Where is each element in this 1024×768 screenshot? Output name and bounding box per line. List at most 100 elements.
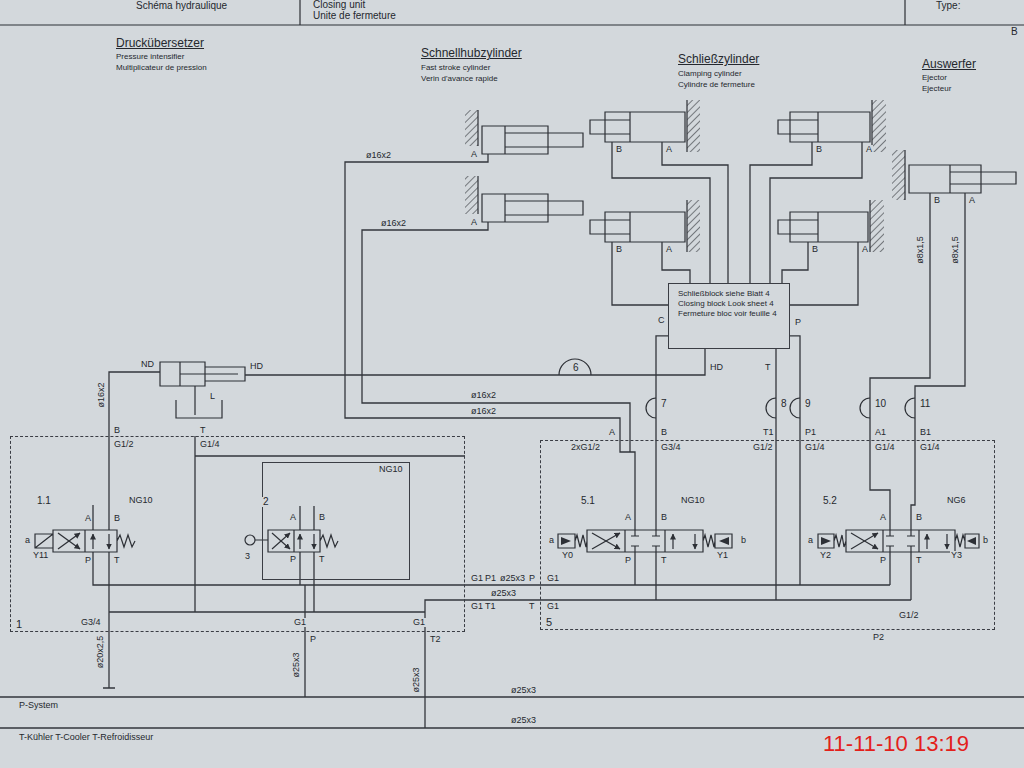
port-label: B1 [919,428,932,437]
port-label: B [660,513,668,522]
valve-housing: NG10 [262,462,410,580]
flow-arrow [592,533,620,549]
port-label: Unite de fermeture [312,11,397,21]
port-label: A [470,218,478,227]
port-label: C [657,316,666,325]
port-label: b [740,536,747,545]
port-label: G1 [293,618,307,627]
port-label: P [879,556,887,565]
callout-number: 9 [804,399,812,409]
flow-arrow [851,533,878,549]
wall-hatch [687,100,700,152]
flow-arrow [672,534,673,549]
hose-marker [766,398,776,418]
port-label: G1 [470,602,484,611]
flow-arrow [58,533,80,549]
port-label: ø25x3 [510,716,537,725]
hose-marker [559,359,915,418]
flow-arrow [694,534,695,549]
flow-arrow [946,534,947,549]
port-label: A [289,513,297,522]
port-label: P1 [484,574,497,583]
port-label: T [318,555,326,564]
port-label: Ejecteur [921,85,952,93]
port-label: 2 [262,497,270,507]
port-label: G1/2 [752,443,774,452]
port-label: P [794,318,802,327]
port-label: Schéma hydraulique [135,1,228,11]
flow-arrows [58,533,947,549]
hydraulic-line [656,336,668,440]
port-label: Y2 [819,551,832,560]
port-label: 11 [919,399,931,409]
port-label: ø16x2 [365,151,392,160]
hydraulic-line [775,349,776,440]
pipe-dimension: ø8x1,5 [951,235,960,265]
port-label: 2xG1/2 [570,443,601,452]
port-label: A [968,196,976,205]
port-label: A [608,428,616,437]
port-label: ø25x3 [499,574,526,583]
port-label: A [665,245,673,254]
callout-number: 8 [780,399,788,409]
port-label: Closing unit [312,0,366,10]
flow-arrow [272,533,290,549]
pipe-dimension: ø20x2,5 [96,635,105,670]
port-label: P2 [872,633,885,642]
hydraulic-line [790,336,800,440]
port-label: P1 [804,428,817,437]
port-label: P [84,556,92,565]
port-label: G1 [546,574,560,583]
section-heading: Schnellhubzylinder [420,47,523,59]
port-label: Ejector [921,74,948,82]
intensifier-pipe [109,372,160,530]
flow-arrow [313,534,314,549]
port-label: B [811,245,819,254]
hose-marker [646,398,656,418]
port-label: ND [140,360,155,369]
flow-arrow [592,533,620,549]
port-label: Y11 [32,551,49,560]
port-label: B [615,145,623,154]
port-label: Pressure intensifier [115,53,185,61]
cylinder-walls [465,100,905,252]
wall-hatch [465,110,478,146]
block-label: 5 [546,616,552,628]
wall-hatch [687,200,700,252]
port-label: ø16x2 [470,391,497,400]
port-label: ø25x3 [510,686,537,695]
flow-arrow [851,533,878,549]
hose-marker [790,398,800,418]
port-label: T [528,602,536,611]
date-stamp: 11-11-10 13:19 [822,733,970,755]
port-label: HD [249,362,264,371]
flow-arrow [92,534,93,549]
wall-line [478,100,905,252]
port-label: a [24,536,31,545]
port-label: P [289,555,297,564]
port-label: Cylindre de fermeture [677,81,756,89]
port-label: B [815,145,823,154]
subplate-block: 5 [540,440,995,630]
port-label: ø25x3 [490,589,517,598]
ejector-cylinder [909,165,1016,193]
port-label: Verin d'avance rapide [420,75,499,83]
port-label: a [548,536,555,545]
block-label: Schließblock siehe Blatt 4 Closing block… [678,289,780,319]
port-label: B [113,426,121,435]
valve-symbol [558,530,732,552]
supply-line [93,436,911,728]
ejector-pipe [870,193,965,440]
port-label: A [624,513,632,522]
port-label: B [933,196,941,205]
port-label: G1 [412,618,426,627]
port-label: L [209,392,216,401]
subplate-block: 1 NG10 [10,436,465,632]
pipe-dimension: ø25x3 [412,666,421,693]
block-label: 1 [16,618,22,630]
port-label: G1/4 [874,443,896,452]
port-label: 6 [572,363,580,373]
port-label: 3 [244,552,251,561]
port-label: a [807,536,814,545]
port-label: T1 [762,428,775,437]
